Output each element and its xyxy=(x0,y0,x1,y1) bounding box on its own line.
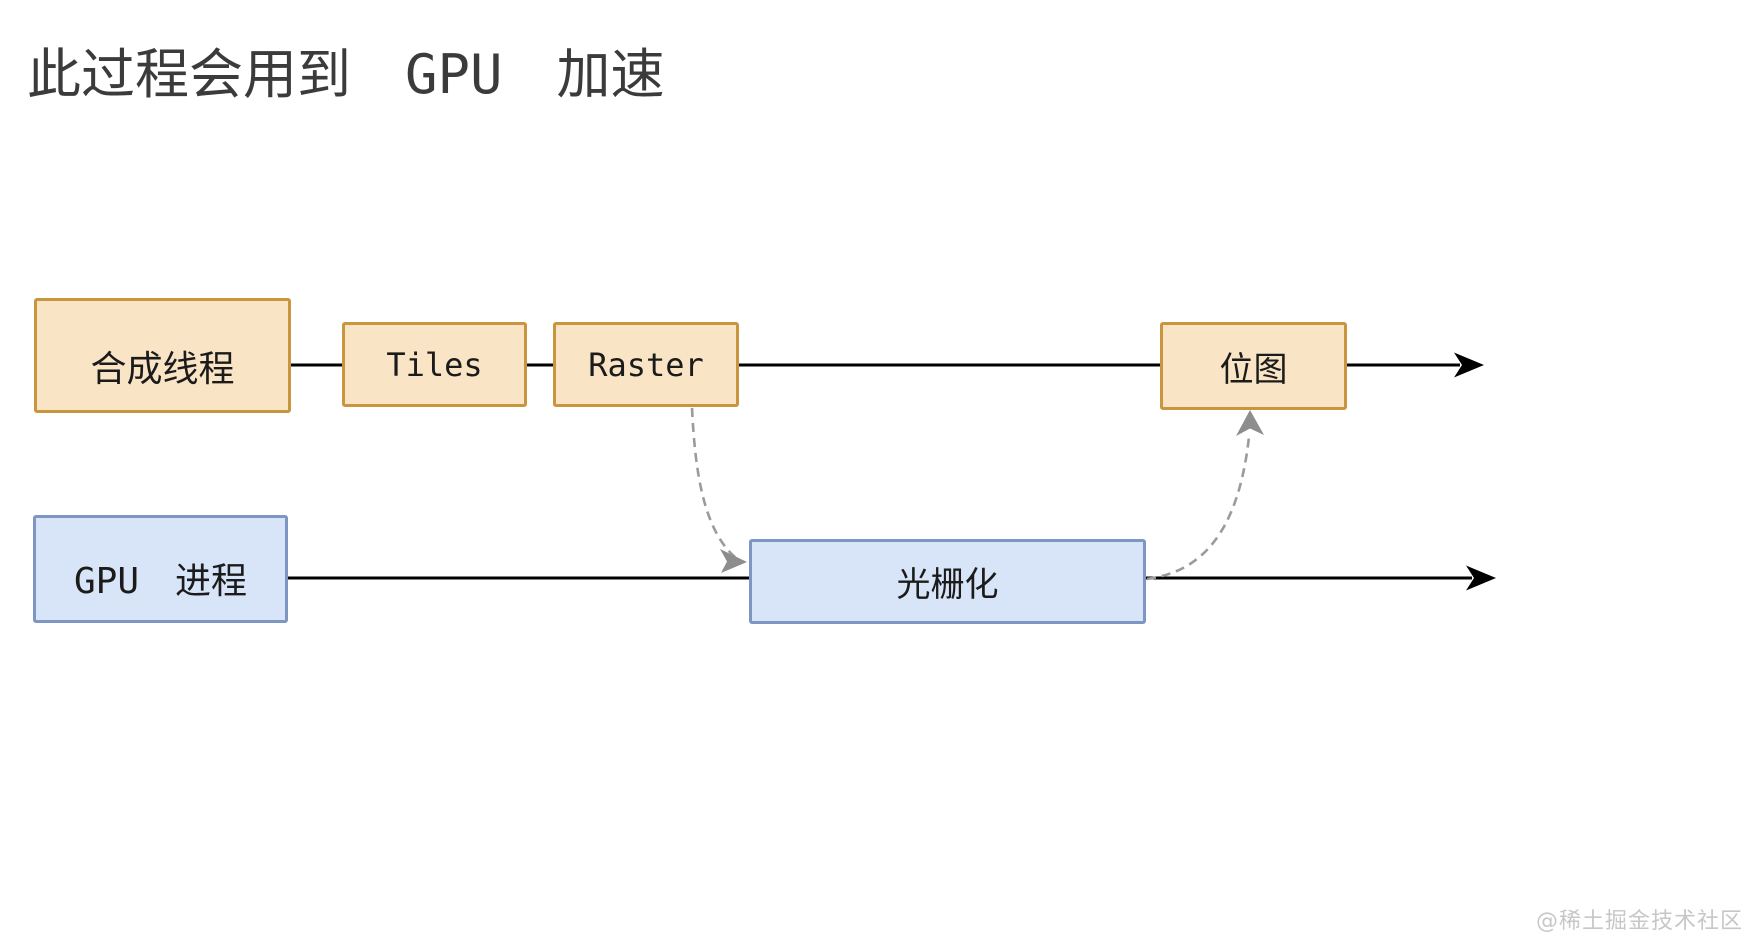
node-gpu-process: GPU 进程 xyxy=(33,515,288,623)
watermark-juejin: @稀土掘金技术社区 xyxy=(1535,909,1743,934)
dashed-curve-raster-to-rasterization xyxy=(690,407,737,559)
dashed-curve-rasterization-to-bitmap xyxy=(1146,436,1251,581)
diagram-title: 此过程会用到 GPU 加速 xyxy=(27,43,665,106)
gray-arrowhead-icon-right xyxy=(720,549,747,573)
arrowhead-icon-top xyxy=(1454,352,1484,378)
node-bitmap: 位图 xyxy=(1160,322,1347,410)
node-tiles: Tiles xyxy=(342,322,527,407)
arrowhead-icon-bottom xyxy=(1466,565,1496,591)
node-raster: Raster xyxy=(553,322,739,407)
node-rasterization: 光栅化 xyxy=(749,539,1146,624)
gray-arrowhead-icon-up xyxy=(1236,410,1264,436)
node-compositor-thread: 合成线程 xyxy=(34,298,291,413)
